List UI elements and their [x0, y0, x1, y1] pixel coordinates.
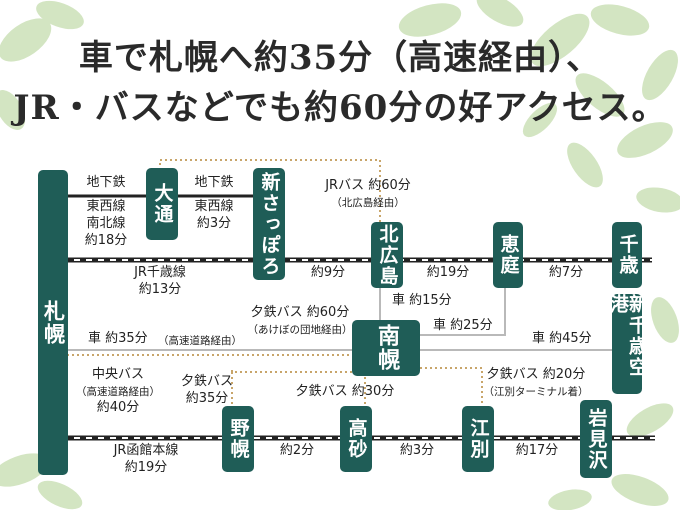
yutetsu-akebono: 夕鉄バス 約60分: [250, 305, 350, 320]
jr-chitose-time: 約13分: [138, 282, 182, 297]
station-eniwa: 恵庭: [493, 222, 523, 288]
station-odori: 大通: [146, 168, 178, 240]
yutetsu-nopporo-name: 夕鉄バス: [180, 374, 234, 389]
yutetsu-takasago: 夕鉄バス 約30分: [295, 384, 395, 399]
station-minami-horo: 南幌: [352, 320, 420, 376]
station-sapporo: 札幌: [38, 170, 68, 475]
chuo-bus-time: 約40分: [96, 400, 140, 415]
yutetsu-nopporo-time: 約35分: [185, 391, 229, 406]
subway1-time: 約18分: [84, 233, 128, 248]
subway2-time: 約3分: [196, 216, 232, 231]
yutetsu-ebetsu: 夕鉄バス 約20分: [486, 367, 586, 382]
station-nopporo: 野幌: [222, 406, 254, 472]
subway1-lines: 東西線: [86, 199, 126, 214]
chitose-seg2: 約19分: [426, 265, 470, 280]
headline-line1: 車で札幌へ約35分（高速経由）、: [78, 38, 602, 78]
station-shin-sapporo: 新さっぽろ: [253, 168, 285, 280]
hakodate-seg1: 約2分: [279, 443, 315, 458]
headline-line2: JR・バスなどでも約60分の好アクセス。: [13, 88, 667, 128]
station-takasago: 高砂: [340, 406, 372, 472]
car-sapporo: 車 約35分: [88, 331, 148, 346]
car-airport: 車 約45分: [532, 331, 592, 346]
station-kita-hiroshima: 北広島: [371, 222, 403, 288]
subway1-lines2: 南北線: [86, 216, 126, 231]
subway2-name: 地下鉄: [194, 175, 234, 190]
chitose-seg1: 約9分: [310, 265, 346, 280]
subway1-name: 地下鉄: [86, 175, 126, 190]
hakodate-seg2: 約3分: [399, 443, 435, 458]
hakodate-time: 約19分: [124, 460, 168, 475]
station-ebetsu: 江別: [462, 406, 494, 472]
car-sapporo-via: （高速道路経由）: [158, 335, 242, 347]
car-eniwa: 車 約25分: [433, 318, 493, 333]
jr-bus-via: （北広島経由）: [331, 197, 405, 209]
yutetsu-akebono-via: （あけぼの団地経由）: [247, 324, 353, 336]
jr-bus-name: JRバス 約60分: [325, 178, 411, 193]
station-chitose: 千歳: [612, 222, 642, 288]
station-iwamizawa: 岩見沢: [580, 400, 612, 478]
jr-chitose-name: JR千歳線: [134, 265, 186, 280]
chitose-seg3: 約7分: [548, 265, 584, 280]
chuo-bus-name: 中央バス: [91, 367, 145, 382]
subway2-line: 東西線: [194, 199, 234, 214]
station-shin-chitose-airport: 新千歳空港: [607, 294, 648, 394]
hakodate-seg3: 約17分: [515, 443, 559, 458]
road-lines: [62, 282, 612, 351]
chuo-bus-via: （高速道路経由）: [76, 386, 160, 398]
car-kita-hiroshima: 車 約15分: [392, 293, 452, 308]
yutetsu-ebetsu-via: （江別ターミナル着）: [483, 386, 589, 398]
hakodate-name: JR函館本線: [113, 443, 179, 458]
